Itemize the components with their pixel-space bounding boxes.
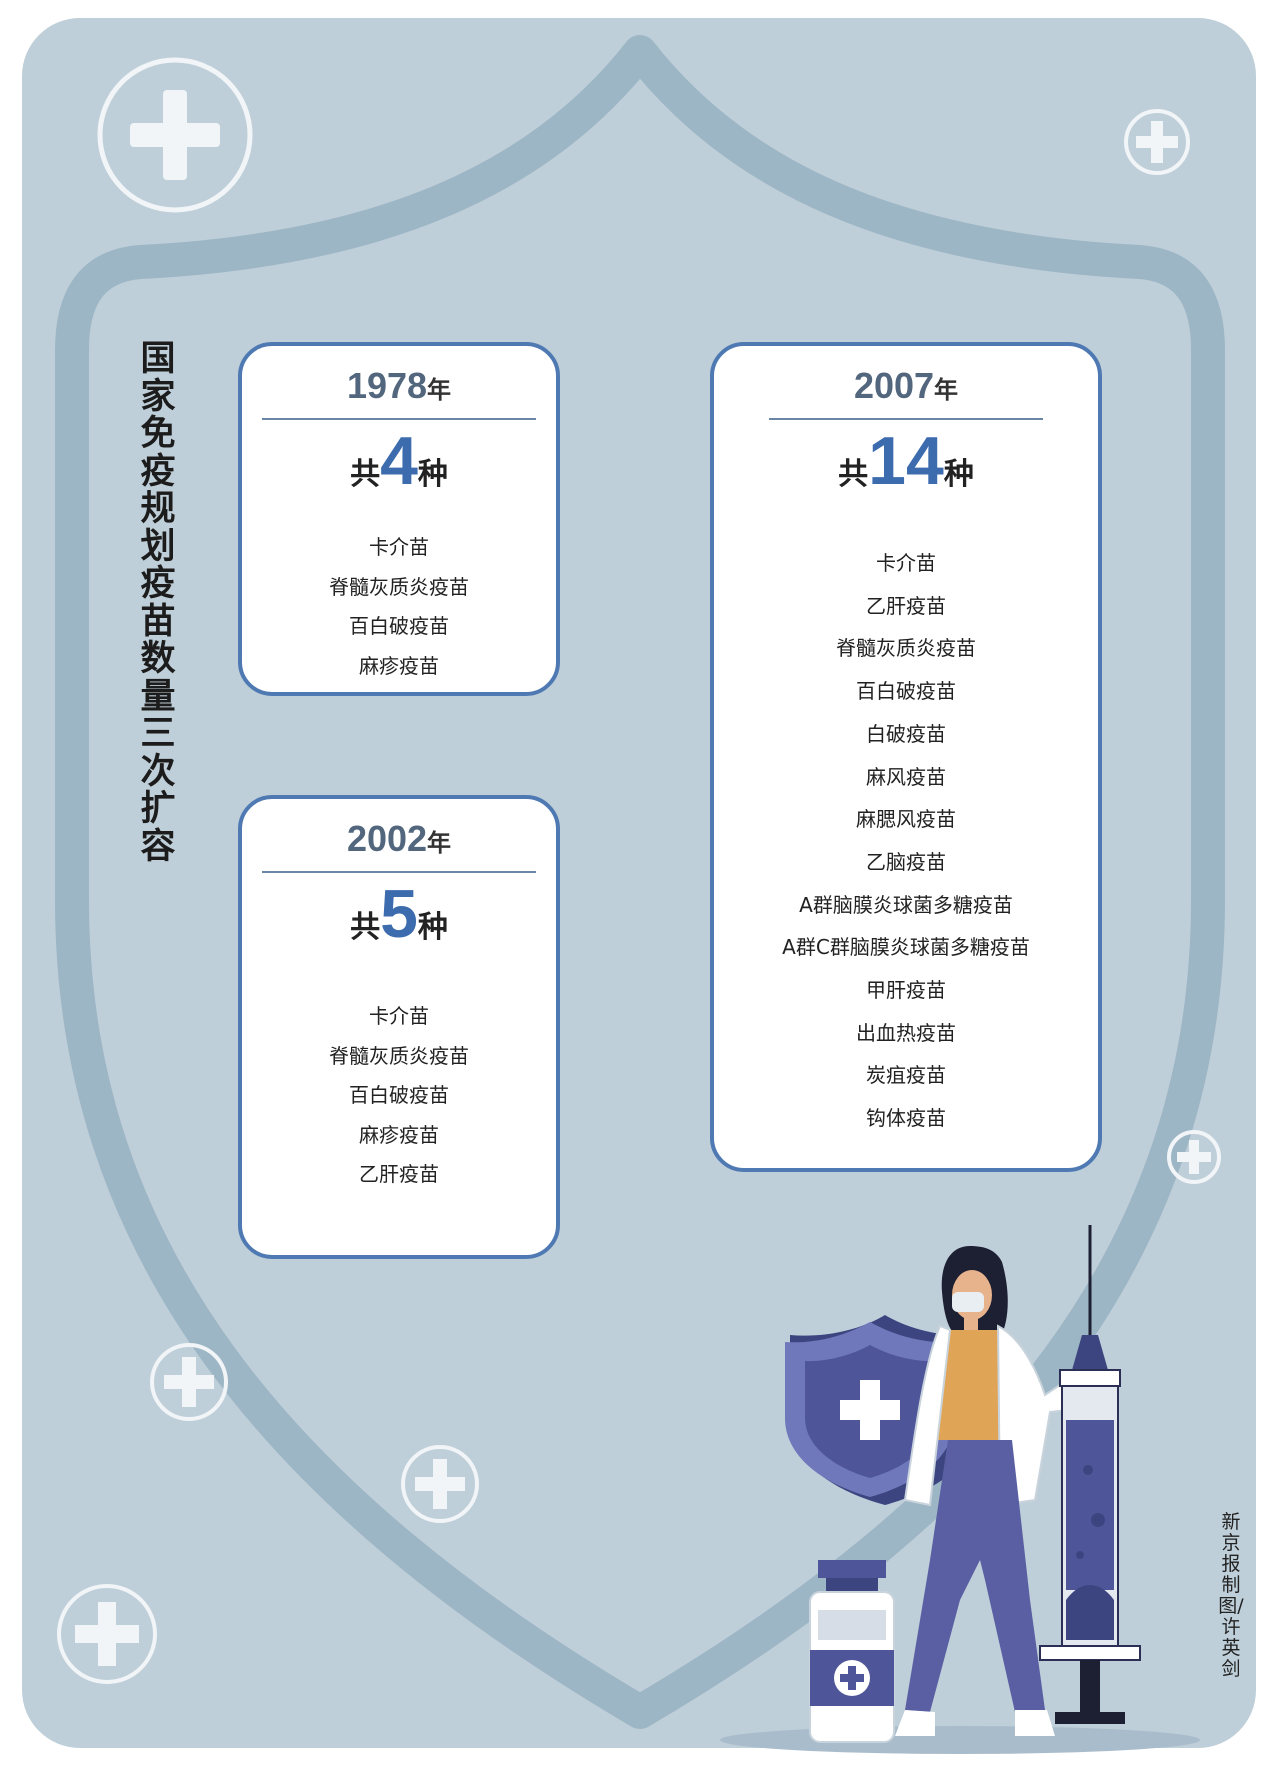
list-item: 钩体疫苗	[866, 1106, 946, 1131]
medical-cross-icon	[401, 1445, 479, 1523]
medical-cross-icon	[1167, 1130, 1221, 1184]
list-item: 麻疹疫苗	[359, 1122, 439, 1147]
list-item: A群C群脑膜炎球菌多糖疫苗	[782, 935, 1030, 960]
list-item: 麻疹疫苗	[359, 653, 439, 678]
list-item: 乙脑疫苗	[866, 849, 946, 874]
medical-cross-icon	[1124, 109, 1190, 175]
list-item: 麻风疫苗	[866, 764, 946, 789]
list-item: 卡介苗	[876, 551, 936, 575]
vaccine-count: 共5种	[350, 876, 448, 952]
list-item: 百白破疫苗	[349, 1083, 449, 1107]
medical-cross-icon	[130, 90, 220, 180]
medical-cross-icon	[57, 1584, 157, 1684]
list-item: 脊髓灰质炎疫苗	[329, 574, 469, 599]
medical-cross-icon	[150, 1343, 228, 1421]
vaccine-list: 卡介苗 脊髓灰质炎疫苗 百白破疫苗 麻疹疫苗 乙肝疫苗	[242, 997, 556, 1195]
divider	[262, 871, 536, 873]
card-year: 2007年	[853, 365, 959, 406]
list-item: 甲肝疫苗	[866, 978, 946, 1003]
divider	[262, 418, 536, 420]
medical-cross-icon	[97, 57, 253, 213]
card-2007: 2007年 共14种 卡介苗 乙肝疫苗 脊髓灰质炎疫苗 百白破疫苗 白破疫苗 麻…	[710, 342, 1102, 1172]
vaccine-bottle-icon	[809, 1560, 895, 1743]
image-credit: 新京报制图/许英剑	[1218, 1511, 1244, 1680]
page-title: 国家免疫规划疫苗数量三次扩容	[140, 338, 176, 867]
vaccine-list: 卡介苗 乙肝疫苗 脊髓灰质炎疫苗 百白破疫苗 白破疫苗 麻风疫苗 麻腮风疫苗 乙…	[714, 542, 1098, 1140]
card-1978: 1978年 共4种 卡介苗 脊髓灰质炎疫苗 百白破疫苗 麻疹疫苗	[238, 342, 560, 696]
ground-shadow	[720, 1726, 1200, 1754]
list-item: 乙肝疫苗	[359, 1162, 439, 1186]
divider	[769, 418, 1043, 420]
list-item: 白破疫苗	[866, 721, 946, 746]
list-item: A群脑膜炎球菌多糖疫苗	[799, 892, 1013, 917]
list-item: 脊髓灰质炎疫苗	[836, 636, 976, 661]
woman-illustration	[895, 1246, 1092, 1736]
shield-outline	[55, 35, 1225, 1729]
card-year: 2002年	[346, 818, 452, 859]
list-item: 卡介苗	[369, 1004, 429, 1028]
list-item: 百白破疫苗	[856, 679, 956, 704]
vaccine-count: 共4种	[350, 423, 448, 499]
card-year: 1978年	[346, 365, 452, 406]
list-item: 乙肝疫苗	[866, 593, 946, 618]
list-item: 炭疽疫苗	[866, 1063, 946, 1088]
card-2002: 2002年 共5种 卡介苗 脊髓灰质炎疫苗 百白破疫苗 麻疹疫苗 乙肝疫苗	[238, 795, 560, 1259]
list-item: 百白破疫苗	[349, 614, 449, 638]
list-item: 出血热疫苗	[856, 1020, 956, 1045]
syringe-icon	[1039, 1225, 1141, 1724]
list-item: 卡介苗	[369, 535, 429, 559]
list-item: 脊髓灰质炎疫苗	[329, 1043, 469, 1068]
list-item: 麻腮风疫苗	[856, 807, 956, 832]
vaccine-count: 共14种	[838, 423, 974, 499]
vaccine-list: 卡介苗 脊髓灰质炎疫苗 百白破疫苗 麻疹疫苗	[242, 528, 556, 686]
